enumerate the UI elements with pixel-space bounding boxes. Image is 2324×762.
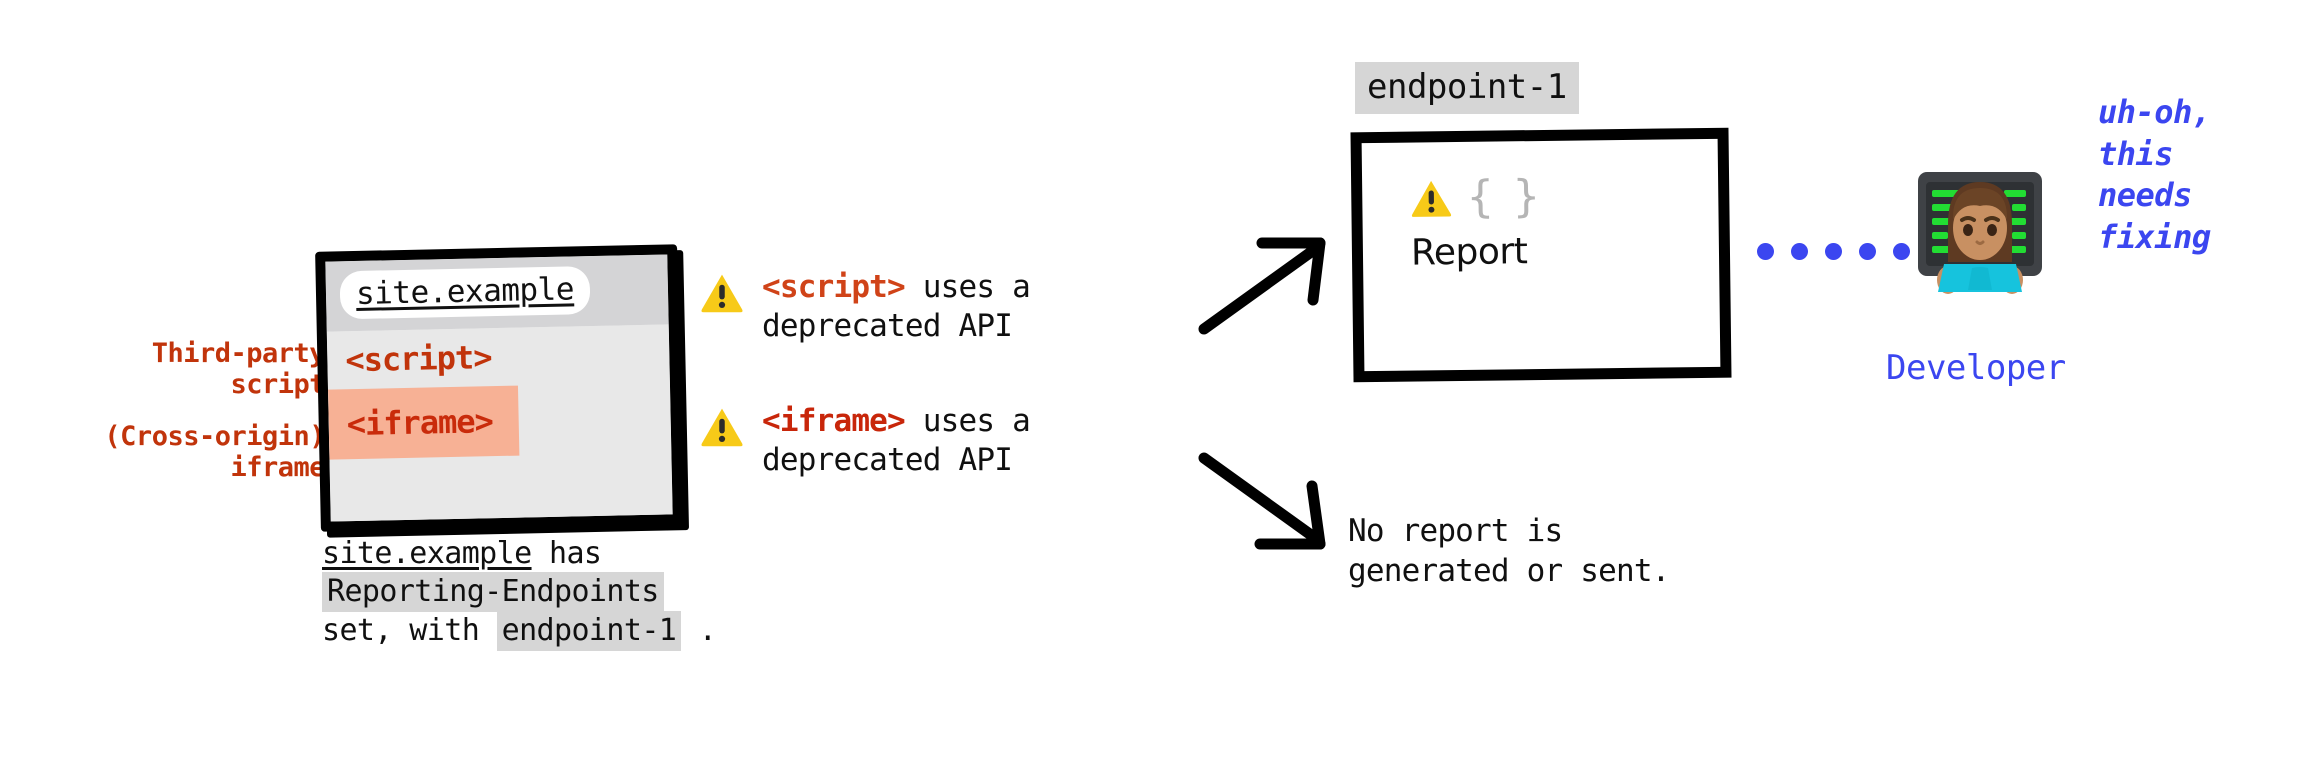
warning-tag-iframe: <iframe> (762, 403, 906, 439)
developer-label: Developer (1886, 348, 2066, 388)
caption-line-1: site.example has (322, 535, 882, 573)
report-box-label: Report (1410, 231, 1528, 274)
quote-line: this (2098, 134, 2174, 173)
arrow-down-right-icon (1198, 452, 1326, 550)
annotation-line: script (230, 369, 325, 401)
code-line-script: <script> (344, 338, 492, 380)
annotation-third-party-script: Third-party script (60, 338, 326, 401)
browser-caption: site.example has Reporting-Endpoints set… (322, 535, 882, 651)
report-box-content: { } Report (1410, 170, 1543, 274)
no-report-line-1: No report is (1348, 513, 1563, 549)
caption-setwith-text: set, with (322, 612, 497, 648)
quote-line: needs (2098, 176, 2192, 215)
caption-line-3: set, with endpoint-1 . (322, 610, 882, 651)
developer-avatar-icon (1900, 158, 2060, 318)
report-box-wrapper: { } Report (1350, 127, 1732, 383)
warning-row-script: <script> uses a deprecated API (700, 268, 1031, 346)
endpoint-label-chip: endpoint-1 (1355, 62, 1579, 114)
connector-dot (1893, 243, 1910, 260)
connector-dot (1859, 243, 1876, 260)
warning-tag-script: <script> (762, 269, 906, 305)
arrow-up-right-icon (1198, 237, 1326, 335)
annotation-line: iframe (230, 451, 325, 483)
connector-dot (1791, 243, 1808, 260)
warning-text-iframe: <iframe> uses a deprecated API (762, 402, 1031, 480)
developer-quote: uh-oh, this needs fixing (2098, 92, 2211, 258)
connector-dot (1825, 243, 1842, 260)
annotation-line: Third-party (151, 338, 326, 369)
code-line-iframe: <iframe> (327, 385, 520, 460)
caption-site-link: site.example (322, 536, 532, 571)
caption-period: . (681, 612, 717, 648)
report-box: { } Report (1350, 127, 1732, 383)
url-text: site.example (355, 271, 575, 312)
browser-viewport: <script> <iframe> (326, 324, 675, 532)
url-bar[interactable]: site.example (339, 266, 591, 320)
connector-dot (1757, 243, 1774, 260)
caption-header-chip: Reporting-Endpoints (322, 572, 664, 613)
json-braces-icon: { } (1465, 170, 1543, 223)
no-report-text: No report is generated or sent. (1348, 512, 1670, 591)
warning-text-script: <script> uses a deprecated API (762, 268, 1031, 346)
quote-line: uh-oh, (2098, 93, 2211, 131)
warning-rest-script: uses a (904, 269, 1031, 305)
warning-rest-iframe: uses a (904, 403, 1031, 439)
warning-triangle-icon (1411, 180, 1452, 217)
warning-line2-iframe: deprecated API (762, 441, 1013, 478)
warning-line2-script: deprecated API (762, 307, 1013, 344)
quote-line: fixing (2098, 217, 2211, 256)
browser-chrome-bar: site.example (325, 254, 669, 332)
left-annotations: Third-party script (Cross-origin) iframe (60, 338, 325, 483)
no-report-line-2: generated or sent. (1348, 552, 1670, 589)
report-icon-row: { } (1410, 170, 1543, 223)
browser-frame: site.example <script> <iframe> (315, 244, 683, 532)
caption-endpoint-chip: endpoint-1 (496, 610, 682, 651)
browser-window-mock: site.example <script> <iframe> (315, 244, 690, 538)
annotation-line: (Cross-origin) (104, 420, 325, 452)
caption-has-text: has (531, 536, 602, 571)
annotation-cross-origin-iframe: (Cross-origin) iframe (60, 421, 325, 484)
warning-triangle-icon (701, 408, 743, 447)
warning-triangle-icon (701, 274, 743, 313)
caption-line-2: Reporting-Endpoints (322, 572, 882, 613)
warning-row-iframe: <iframe> uses a deprecated API (700, 402, 1031, 480)
